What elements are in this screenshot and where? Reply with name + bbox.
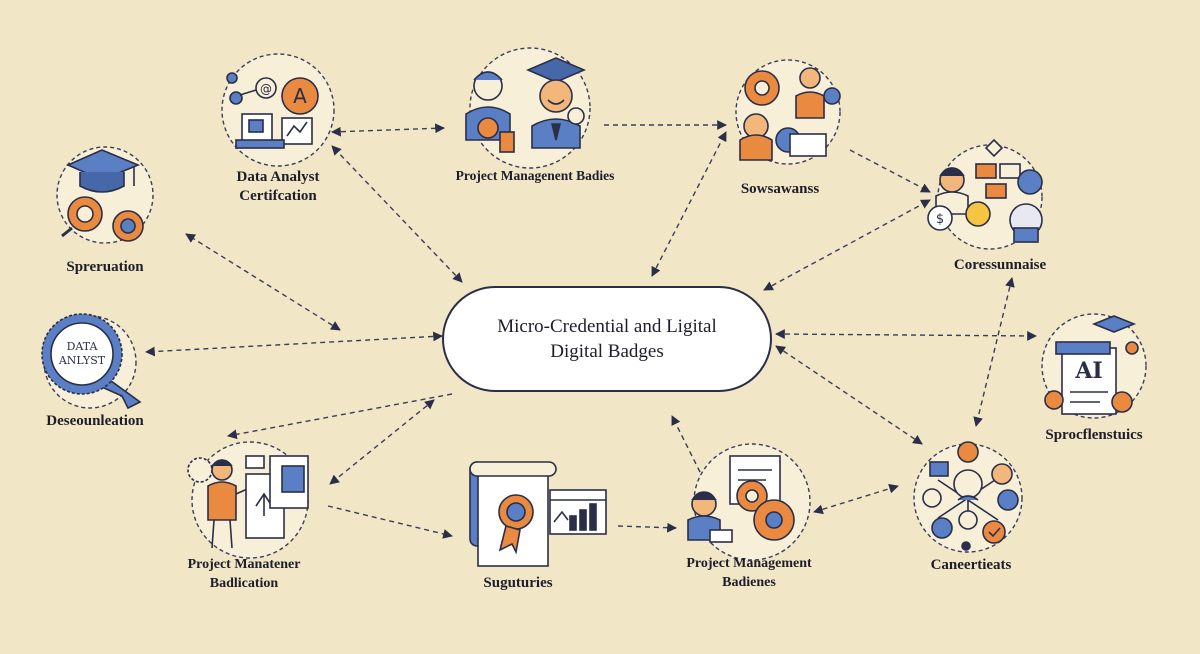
node-label-pm-badication-line2: Badlication [209,576,279,591]
node-label-sprocflen-line1: Sprocflenstuics [1045,427,1143,443]
ai-document-icon: AI [1044,315,1139,415]
connector-suguturies-pm-badienes [617,522,677,533]
gears-people-icon [739,67,841,161]
letter-a-glyph: A [293,84,307,108]
connector-center-pm-badication-b [329,399,435,485]
node-label-pm-badication-line1: Project Manatener [187,557,301,572]
certificate-chart-icon [469,461,607,567]
node-label-sowsawanss: Sowsawanss [720,180,840,199]
graduate-people-icon [465,57,587,153]
center-node: Micro-Credential and Ligital Digital Bad… [442,286,772,392]
connector-center-data-analyst [331,145,463,283]
node-label-sprocflen: Sprocflenstuics [1024,426,1164,445]
node-label-coress: Coressunnaise [930,256,1070,275]
node-label-pm-badienes: Project Management Badienes [664,554,834,592]
connector-center-sowsawanss [651,131,727,277]
node-label-suguturies-line1: Suguturies [483,575,553,591]
worker-gears-icon [687,455,795,543]
connector-data-analyst-pm-badies [331,123,445,137]
center-line1: Micro-Credential and Ligital [497,316,717,337]
ai-label: AI [1074,358,1102,384]
connector-center-coress [763,199,931,291]
node-label-data-analyst-line2: Certifcation [239,188,317,204]
data-analyst-badge-icon: DATA ANLYST [41,313,142,410]
connector-pm-badication-suguturies [327,505,453,539]
node-label-deseon: Deseounleation [20,412,170,431]
connector-center-sprocflen [775,329,1037,341]
graduation-cap-gears-icon [61,149,144,242]
connector-coress-caneer [973,277,1015,427]
connector-pm-badienes-center [671,415,701,473]
presenter-board-icon [187,455,309,549]
node-label-deseon-line1: Deseounleation [46,413,144,429]
node-label-pm-badienes-line1: Project Management [686,556,812,571]
node-label-data-analyst-line1: Data Analyst [236,169,320,185]
node-label-pm-badies-line1: Project Managenent Badies [455,168,615,183]
connector-lines [145,120,1037,539]
node-label-pm-badienes-line2: Badienes [722,575,776,590]
node-label-pm-badication: Project Manatener Badlication [164,555,324,593]
node-label-sowsawanss-line1: Sowsawanss [740,181,820,197]
connector-center-deseon [145,331,443,357]
node-label-data-analyst: Data Analyst Certifcation [208,168,348,206]
node-label-spreruation: Spreruation [40,258,170,277]
connector-center-caneer [775,345,923,445]
analytics-certificate-icon: A @ [226,72,319,149]
node-label-caneer: Caneertieats [906,556,1036,575]
badge-line2: ANLYST [58,354,106,367]
node-label-coress-line1: Coressunnaise [953,257,1047,273]
node-label-caneer-line1: Caneertieats [930,557,1012,573]
connector-sowsawanss-coress [849,149,931,193]
at-sign-glyph: @ [260,82,272,96]
workflow-people-icon: $ [927,138,1043,243]
connector-center-spreruation [185,233,341,331]
node-label-pm-badies: Project Managenent Badies [430,166,640,185]
connector-center-pm-badication [227,393,453,440]
center-line2: Digital Badges [550,341,664,362]
badge-line1: DATA [67,340,99,353]
network-people-icon [922,441,1019,551]
node-label-suguturies: Suguturies [458,574,578,593]
dollar-sign-glyph: $ [936,212,944,227]
connector-pm-badienes-caneer [813,483,899,515]
node-label-spreruation-line1: Spreruation [66,259,144,275]
